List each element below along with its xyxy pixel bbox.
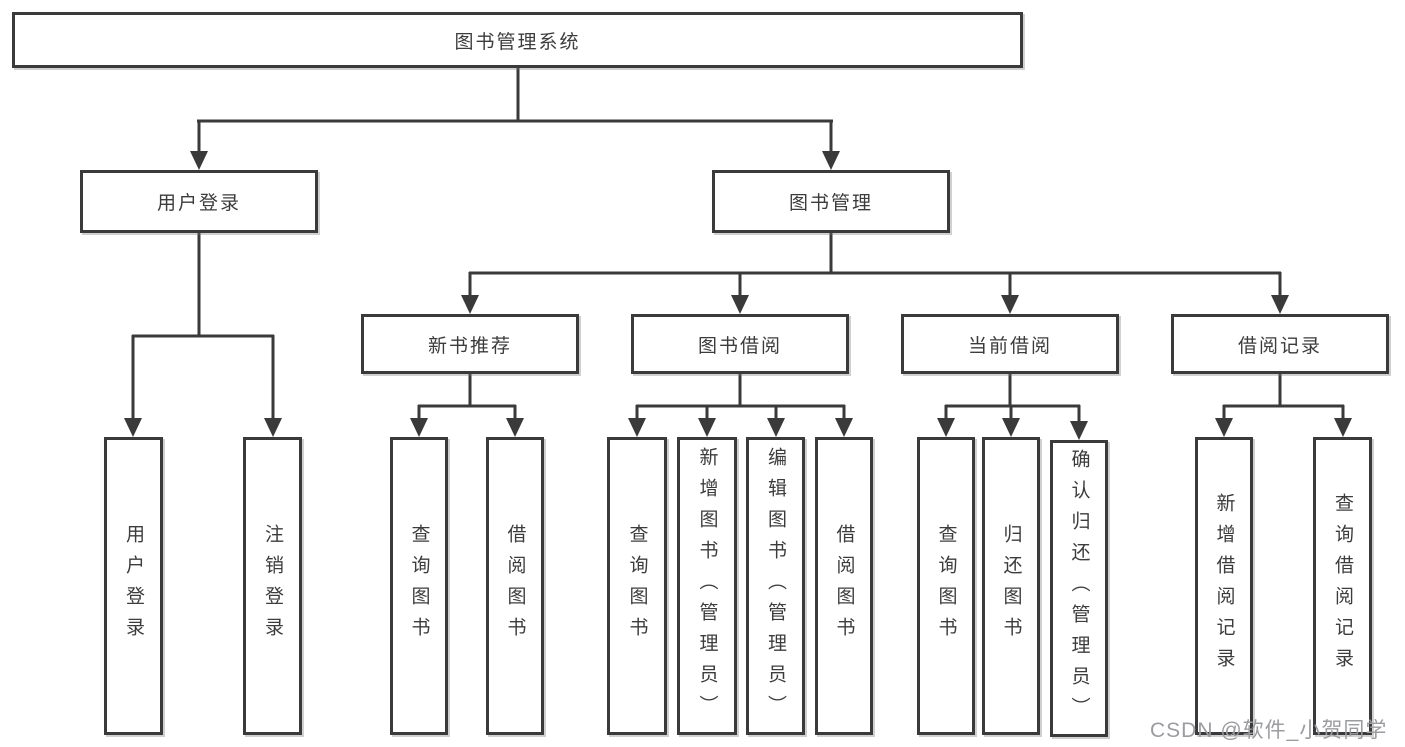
node-leaf-user-login: 用户登录 — [104, 437, 163, 735]
node-new-book-recommend: 新书推荐 — [361, 314, 579, 374]
arrow-down-icon — [767, 418, 785, 437]
node-current-borrow: 当前借阅 — [901, 314, 1119, 374]
node-leaf-query-book-2: 查询图书 — [607, 437, 667, 735]
arrow-down-icon — [264, 418, 282, 437]
node-book-borrow: 图书借阅 — [631, 314, 849, 374]
arrow-down-icon — [1215, 418, 1233, 437]
arrow-down-icon — [461, 295, 479, 314]
node-leaf-query-borrow-record: 查询借阅记录 — [1313, 437, 1372, 735]
arrow-down-icon — [1002, 418, 1020, 437]
arrow-down-icon — [506, 418, 524, 437]
arrow-down-icon — [124, 418, 142, 437]
node-user-login: 用户登录 — [80, 170, 318, 233]
node-leaf-logout: 注销登录 — [243, 437, 302, 735]
node-leaf-borrow-book-2: 借阅图书 — [815, 437, 873, 735]
node-borrow-records: 借阅记录 — [1171, 314, 1389, 374]
node-leaf-add-borrow-record: 新增借阅记录 — [1195, 437, 1253, 735]
arrow-down-icon — [1070, 421, 1088, 440]
node-root: 图书管理系统 — [12, 12, 1023, 68]
node-leaf-return-book: 归还图书 — [982, 437, 1040, 735]
node-book-management: 图书管理 — [712, 170, 950, 233]
arrow-down-icon — [628, 418, 646, 437]
arrow-down-icon — [731, 295, 749, 314]
node-leaf-query-book-3: 查询图书 — [917, 437, 975, 735]
node-leaf-add-book-admin: 新增图书（管理员） — [677, 437, 737, 735]
arrow-down-icon — [1001, 295, 1019, 314]
arrow-down-icon — [410, 418, 428, 437]
arrow-down-icon — [190, 151, 208, 170]
node-leaf-confirm-return-admin: 确认归还（管理员） — [1050, 440, 1108, 737]
arrow-down-icon — [822, 151, 840, 170]
arrow-down-icon — [937, 418, 955, 437]
csdn-watermark: CSDN @软件_小贺同学 — [1150, 719, 1388, 742]
arrow-down-icon — [1271, 295, 1289, 314]
node-leaf-query-book-1: 查询图书 — [390, 437, 448, 735]
arrow-down-icon — [698, 418, 716, 437]
arrow-down-icon — [835, 418, 853, 437]
node-leaf-borrow-book-1: 借阅图书 — [486, 437, 544, 735]
arrow-down-icon — [1334, 418, 1352, 437]
node-leaf-edit-book-admin: 编辑图书（管理员） — [746, 437, 805, 735]
